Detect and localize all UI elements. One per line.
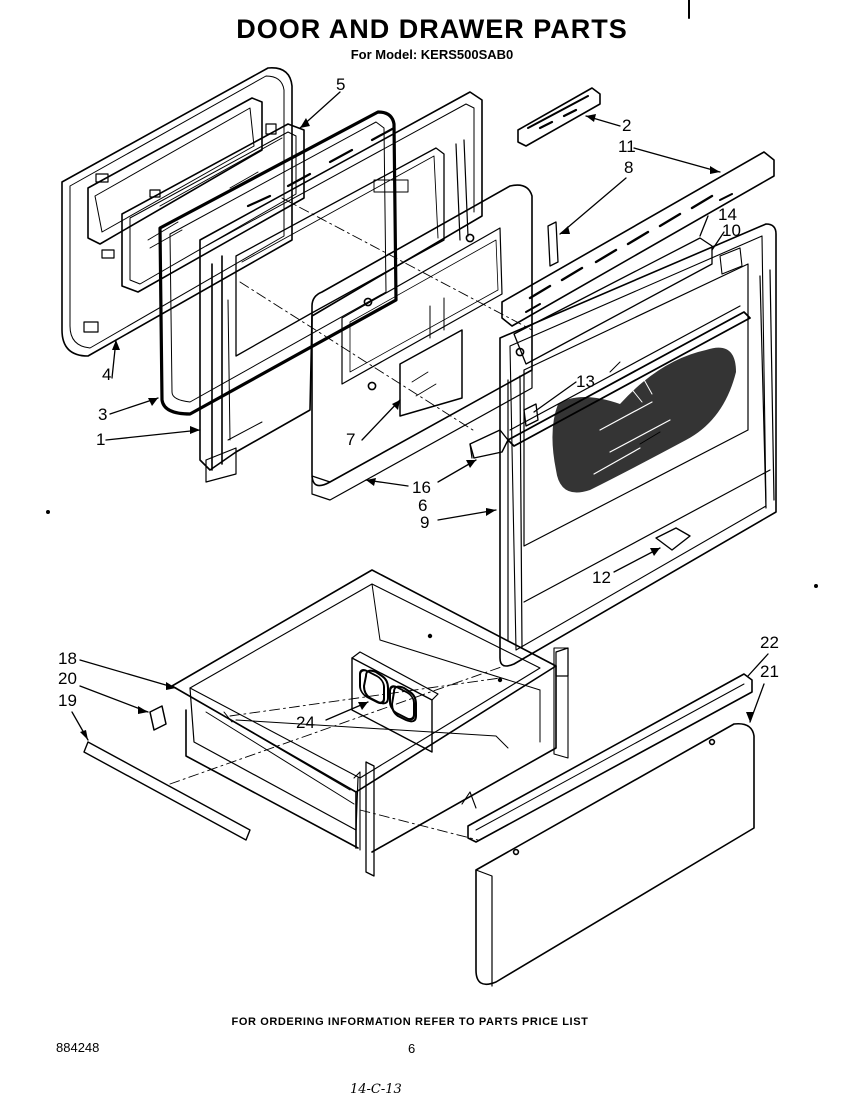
vent-bracket [547,221,559,267]
callout-14: 14 [718,205,737,224]
callout-19: 19 [58,691,77,710]
drawer-slide-clip [149,705,167,731]
vent-panel [501,151,775,327]
door-frame-assembly [499,223,777,677]
callout-6: 6 [418,496,428,515]
storage-drawer [171,569,569,877]
small-glass-pane [399,329,463,417]
callout-11: 11 [618,137,636,156]
callout-3: 3 [98,405,108,424]
callout-8: 8 [624,158,634,177]
model-subtitle: For Model: KERS500SAB0 [350,47,514,62]
callout-24: 24 [296,713,315,732]
callout-5: 5 [336,75,346,94]
drawer-glide-rod [83,741,251,841]
callout-9: 9 [420,513,430,532]
callout-12: 12 [592,568,611,587]
inner-door-panel [311,184,533,501]
callout-10: 10 [722,221,741,240]
hinge-bracket [469,429,509,459]
door-glass-pack [121,123,305,293]
latch-clip [523,403,539,427]
inner-door-liner [199,91,483,483]
handwritten-note: 14-C-13 [350,1082,402,1097]
drawer-divider [351,651,439,753]
vent-trim [517,87,601,147]
callout-20: 20 [58,669,77,688]
callout-1: 1 [96,430,106,449]
door-bumper [655,527,691,551]
callout-13: 13 [576,372,595,391]
page-number: 6 [408,1041,416,1056]
callout-7: 7 [346,430,356,449]
page-title: DOOR AND DRAWER PARTS [236,14,628,44]
door-gasket [158,110,398,416]
door-handle-bar [507,305,751,447]
callout-16: 16 [412,478,431,497]
outer-door-panel [61,67,293,357]
oven-window-mesh [552,347,736,493]
callout-2: 2 [622,116,632,135]
ordering-note: FOR ORDERING INFORMATION REFER TO PARTS … [231,1016,589,1028]
document-number: 884248 [56,1040,100,1055]
callout-4: 4 [102,365,112,384]
callout-22: 22 [760,633,779,652]
alignment-lines [169,197,533,841]
drawer-rail [467,673,753,843]
callout-21: 21 [760,662,779,681]
callout-arrowheads [80,114,754,740]
drawer-front-panel [475,722,755,987]
callout-18: 18 [58,649,77,668]
